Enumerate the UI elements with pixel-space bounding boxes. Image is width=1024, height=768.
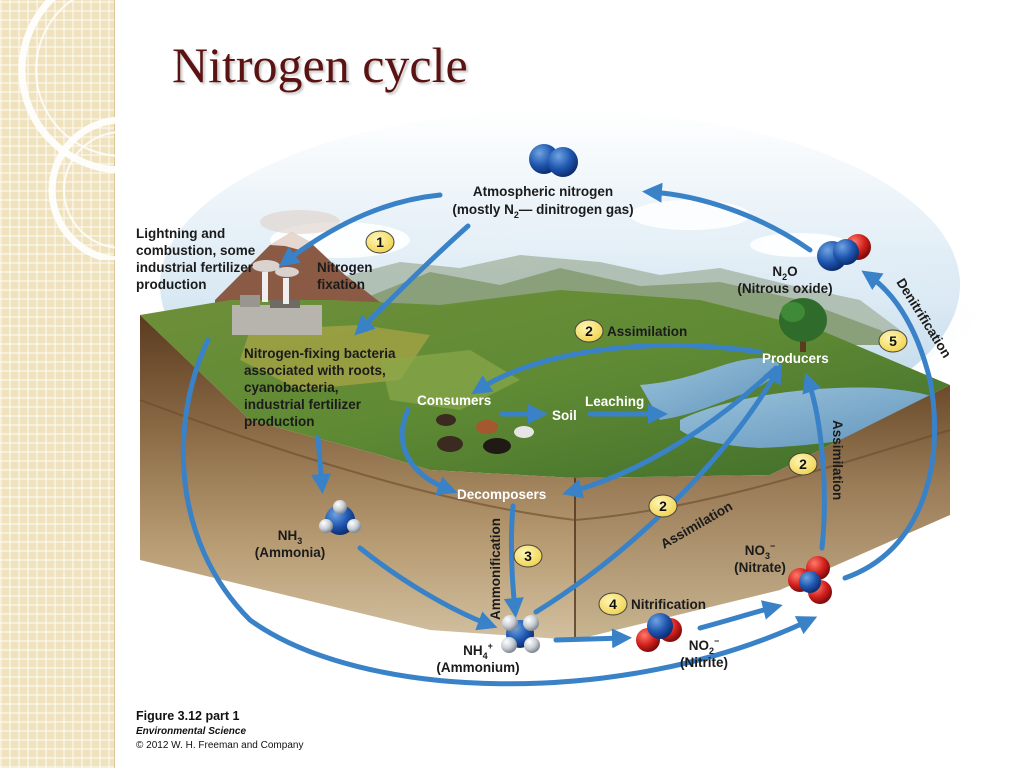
cows (436, 414, 534, 454)
svg-text:N2O: N2O (772, 264, 797, 282)
n2-molecule (529, 144, 578, 177)
arrow-ammonium-to-nitrite (553, 628, 632, 649)
farmland-patch (240, 325, 430, 390)
label-soil: Soil (552, 408, 577, 423)
svg-text:(Ammonium): (Ammonium) (436, 660, 519, 675)
label-nh4: NH4+ (Ammonium) (436, 641, 519, 675)
svg-text:associated with roots,: associated with roots, (244, 363, 386, 378)
svg-text:4: 4 (609, 596, 617, 612)
figure-source: Environmental Science (136, 726, 246, 737)
step-badge-2-right: 2 (788, 452, 818, 476)
field-patch (380, 350, 520, 410)
no3-molecule (788, 556, 832, 604)
svg-text:3: 3 (524, 548, 532, 564)
decorative-rings (18, 0, 160, 260)
label-atmospheric-line1: Atmospheric nitrogen (473, 184, 613, 199)
svg-text:5: 5 (889, 333, 897, 349)
label-nitrification: Nitrification (631, 597, 706, 612)
svg-text:Nitrogen-fixing bacteria: Nitrogen-fixing bacteria (244, 346, 396, 361)
arrow-outer-loop (180, 337, 818, 687)
tree (779, 298, 827, 352)
svg-text:(Nitrous oxide): (Nitrous oxide) (737, 281, 832, 296)
svg-text:NO3−: NO3− (745, 541, 776, 561)
step-badge-4: 4 (598, 592, 628, 616)
svg-text:Lightning and: Lightning and (136, 226, 225, 241)
soil-side (575, 385, 950, 640)
volcano-smoke (260, 210, 340, 234)
arrow-ammonia-to-ammonium (357, 545, 498, 631)
label-nh3: NH3 (Ammonia) (255, 528, 326, 560)
step-badge-2-center: 2 (648, 494, 678, 518)
label-lightning: Lightning and combustion, some industria… (136, 226, 256, 292)
slide-title: Nitrogen cycle (172, 37, 468, 93)
svg-text:production: production (244, 414, 315, 429)
figure-caption: Figure 3.12 part 1 Environmental Science… (136, 709, 303, 751)
arrow-nitrite-to-nitrate (697, 600, 783, 631)
arrow-producers-to-decomposers (562, 365, 779, 499)
nh3-molecule (319, 500, 361, 535)
label-assimilation-right: Assimilation (830, 420, 845, 500)
soil-front (140, 315, 575, 640)
arrow-decomposers-to-ammonium (503, 503, 524, 618)
svg-text:NH3: NH3 (278, 528, 303, 546)
label-atmospheric-line2: (mostly N2— dinitrogen gas) (452, 202, 633, 220)
svg-text:(Ammonia): (Ammonia) (255, 545, 326, 560)
svg-text:1: 1 (376, 234, 384, 250)
label-nitrogen-fixing-bacteria: Nitrogen-fixing bacteria associated with… (244, 346, 396, 429)
arrow-producers-to-consumers (471, 343, 763, 395)
river (640, 358, 780, 420)
svg-text:2: 2 (585, 323, 593, 339)
arrow-nitrate-to-n2o (842, 270, 938, 581)
figure-label: Figure 3.12 part 1 (136, 709, 240, 723)
arrow-atmosphere-to-bacteria (354, 223, 471, 336)
arrow-atmosphere-to-lightning (278, 192, 443, 267)
label-producers: Producers (762, 351, 829, 366)
svg-text:2: 2 (799, 456, 807, 472)
svg-text:2: 2 (659, 498, 667, 514)
svg-text:(Nitrite): (Nitrite) (680, 655, 728, 670)
svg-text:(Nitrate): (Nitrate) (734, 560, 786, 575)
arrow-consumers-to-decomposers (399, 407, 458, 496)
svg-text:cyanobacteria,: cyanobacteria, (244, 380, 339, 395)
label-assimilation-top: Assimilation (607, 324, 687, 339)
arrow-bacteria-to-ammonia (311, 435, 331, 494)
svg-text:combustion, some: combustion, some (136, 243, 256, 258)
figure-copyright: © 2012 W. H. Freeman and Company (136, 740, 303, 751)
no2-molecule (636, 613, 682, 652)
label-decomposers: Decomposers (457, 487, 546, 502)
step-badge-5: 5 (878, 329, 908, 353)
label-no2: NO2− (Nitrite) (680, 636, 728, 670)
svg-text:industrial fertilizer: industrial fertilizer (136, 260, 254, 275)
step-badge-3: 3 (513, 544, 543, 568)
svg-text:industrial fertilizer: industrial fertilizer (244, 397, 362, 412)
label-consumers: Consumers (417, 393, 491, 408)
svg-text:production: production (136, 277, 207, 292)
factory (232, 260, 322, 335)
nh4-molecule (501, 615, 540, 653)
svg-text:fixation: fixation (317, 277, 365, 292)
label-leaching: Leaching (585, 394, 644, 409)
step-badge-1: 1 (365, 230, 395, 254)
n2o-molecule (817, 234, 871, 271)
svg-text:NH4+: NH4+ (463, 641, 493, 661)
svg-text:NO2−: NO2− (689, 636, 720, 656)
label-ammonification: Ammonification (488, 518, 503, 620)
svg-text:Nitrogen: Nitrogen (317, 260, 373, 275)
label-no3: NO3− (Nitrate) (734, 541, 786, 575)
volcano-snow (270, 232, 310, 250)
arrow-denitrification-to-atmosphere (642, 182, 813, 253)
step-badge-2-top: 2 (574, 319, 604, 343)
label-n2o: N2O (Nitrous oxide) (737, 264, 832, 296)
arrow-nitrate-to-producers (802, 372, 827, 551)
label-nitrogen-fixation: Nitrogen fixation (317, 260, 373, 292)
